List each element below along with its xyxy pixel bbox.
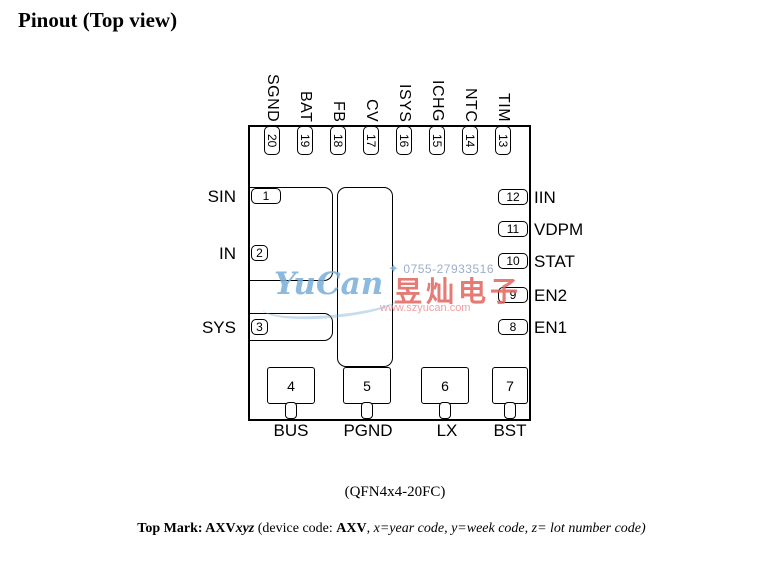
top-mark-note: Top Mark: AXVxyz (device code: AXV, x=ye…	[0, 521, 783, 537]
pin-label-en1: EN1	[534, 318, 568, 337]
package-outline	[248, 125, 531, 421]
pin-number-8: 8	[509, 320, 517, 334]
watermark-phone-number: 0755-27933516	[403, 262, 494, 276]
pin-number-12: 12	[506, 190, 520, 204]
pin-pad-12: 12	[498, 189, 528, 205]
sparkle-icon: ✦	[388, 261, 400, 276]
pin-label-pgnd: PGND	[343, 421, 393, 440]
pin-label-fb: FB	[330, 100, 347, 122]
pin-pad-15: 15	[429, 126, 445, 155]
pin-number-5: 5	[363, 377, 371, 394]
pin-label-tim: TIM	[495, 92, 512, 122]
pin-label-iin: IIN	[534, 188, 556, 207]
pin-label-ntc: NTC	[462, 87, 479, 122]
top-mark-device-code-text: (device code:	[254, 521, 337, 536]
pin-pad-19: 19	[297, 126, 313, 155]
pin-number-16: 16	[397, 133, 411, 148]
pin-stub-5	[361, 402, 373, 419]
pin-pad-6: 6	[421, 367, 469, 404]
pin-number-13: 13	[496, 133, 510, 148]
watermark-brand-cn: 昱灿电子	[394, 276, 523, 307]
pin-number-20: 20	[265, 133, 279, 148]
pin-pad-9: 9	[498, 287, 528, 303]
pin-label-vdpm: VDPM	[534, 220, 584, 239]
pin-label-sin: SIN	[207, 187, 236, 206]
pin-pad-18: 18	[330, 126, 346, 155]
pin-pad-14: 14	[462, 126, 478, 155]
top-mark-device-code: AXV	[336, 521, 367, 536]
pin-number-19: 19	[298, 133, 312, 148]
pin-number-4: 4	[287, 377, 295, 394]
pin-pad-1: 1	[251, 188, 281, 204]
pin-number-6: 6	[441, 377, 449, 394]
pin-label-ichg: ICHG	[429, 80, 446, 122]
pin-label-bst: BST	[493, 421, 527, 440]
pin-stub-6	[439, 402, 451, 419]
pin-label-sgnd: SGND	[264, 73, 281, 122]
pin-pad-13: 13	[495, 126, 511, 155]
pin-label-isys: ISYS	[396, 83, 413, 122]
top-mark-xyz: xyz	[235, 521, 255, 536]
pin-number-3: 3	[256, 320, 263, 334]
internal-pad-top-left	[250, 187, 333, 281]
pin-label-sys: SYS	[201, 318, 236, 337]
pin-number-2: 2	[256, 246, 263, 260]
pin-label-cv: CV	[363, 98, 380, 122]
pin-number-15: 15	[430, 133, 444, 148]
page-title: Pinout (Top view)	[18, 8, 178, 32]
pin-pad-3: 3	[251, 319, 268, 335]
pin-number-7: 7	[506, 377, 514, 394]
pin-stub-7	[504, 402, 516, 419]
watermark-url: www.szyucan.com	[380, 302, 471, 314]
pin-number-1: 1	[262, 189, 270, 203]
pin-pad-2: 2	[251, 245, 268, 261]
pin-label-en2: EN2	[534, 286, 568, 305]
top-mark-code-legend: x=year code, y=week code, z= lot number …	[373, 521, 646, 536]
watermark-brand-en: YuCan	[274, 266, 384, 302]
pin-number-14: 14	[463, 133, 477, 148]
pin-label-bus: BUS	[273, 421, 309, 440]
pin-number-18: 18	[331, 133, 345, 148]
internal-pad-sys	[250, 313, 333, 341]
package-name-caption: (QFN4x4-20FC)	[344, 484, 446, 500]
pin-pad-16: 16	[396, 126, 412, 155]
pin-number-17: 17	[364, 133, 378, 148]
watermark-phone: ✦0755-27933516	[388, 261, 494, 277]
pin-pad-7: 7	[492, 367, 528, 404]
top-mark-separator: ,	[366, 521, 374, 536]
pin-pad-8: 8	[498, 319, 528, 335]
pin-label-lx: LX	[436, 421, 458, 440]
pin-pad-11: 11	[498, 221, 528, 237]
top-mark-prefix: Top Mark: AXV	[137, 521, 236, 536]
pin-stub-4	[285, 402, 297, 419]
pin-number-9: 9	[509, 288, 517, 302]
pin-label-stat: STAT	[534, 252, 575, 271]
pin-label-in: IN	[219, 244, 236, 263]
internal-pad-center	[337, 187, 393, 367]
pin-pad-20: 20	[264, 126, 280, 155]
pin-number-10: 10	[506, 254, 520, 268]
pin-label-bat: BAT	[297, 90, 314, 122]
pin-number-11: 11	[506, 222, 520, 236]
pin-pad-17: 17	[363, 126, 379, 155]
pin-pad-10: 10	[498, 253, 528, 269]
